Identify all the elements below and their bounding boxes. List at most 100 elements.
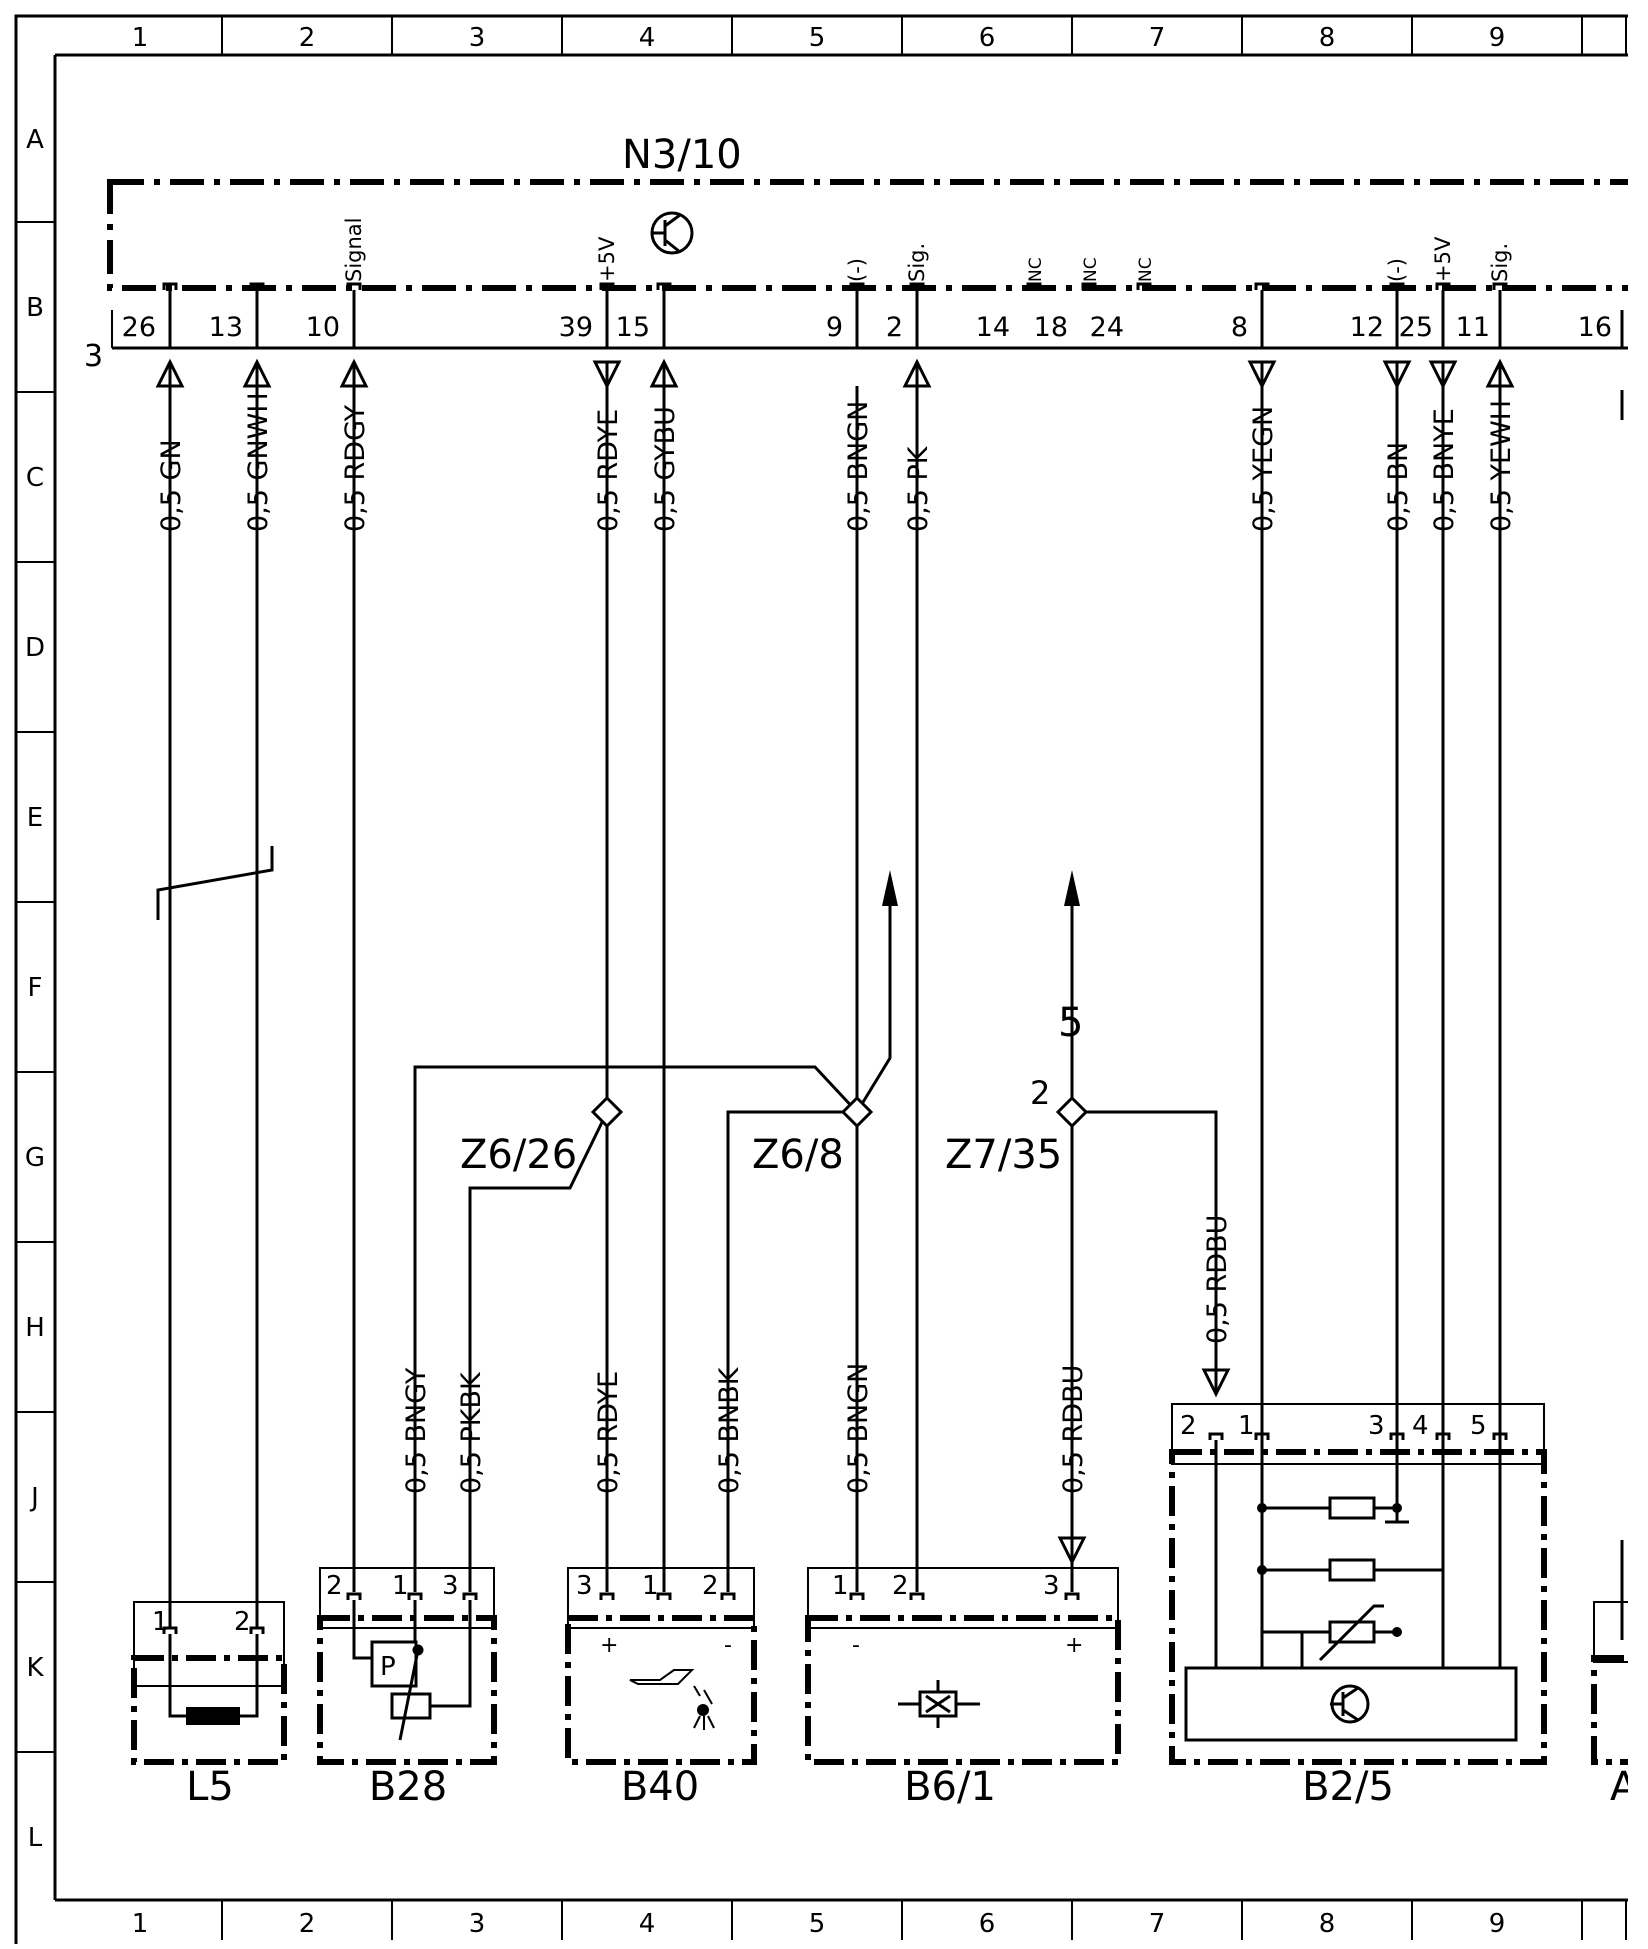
- control-unit-n3-10: N3/10 3: [84, 132, 1648, 374]
- pin-contacts: [162, 282, 1624, 348]
- pin-number: 12: [1350, 312, 1384, 343]
- pin-number: 14: [976, 312, 1010, 343]
- pin-label: 2: [1180, 1411, 1197, 1441]
- pin-function: +5V: [595, 236, 619, 282]
- pin-function: NC: [1136, 257, 1156, 282]
- pin-number: 24: [1090, 312, 1124, 343]
- transistor-icon: [650, 211, 694, 255]
- row-ruler: A B C D E F G H J K L: [25, 125, 45, 1853]
- column-ruler-top: 1 2 3 4 5 6 7 8 9: [132, 23, 1506, 53]
- row-label: A: [26, 125, 44, 155]
- pin-number: 16: [1578, 312, 1612, 343]
- pin-label: 3: [576, 1571, 593, 1601]
- oil-sensor-icon: [629, 1669, 715, 1730]
- pin-number: 2: [886, 312, 903, 343]
- wire-label: 0,5 GN: [156, 439, 187, 532]
- wire-label: 0,5 RDYE: [593, 1371, 624, 1494]
- col-label: 1: [132, 1909, 149, 1939]
- coil-icon: [186, 1707, 240, 1725]
- wire-label: 0,5 BNBK: [714, 1366, 745, 1494]
- wire-label: 0,5 BNGY: [401, 1367, 432, 1494]
- wire-label: 0,5 BN: [1383, 442, 1414, 532]
- component-b28: P 2 1 3 B28: [317, 1567, 497, 1810]
- wire-label: 0,5 RDBU: [1058, 1365, 1089, 1494]
- pin-label: 1: [152, 1607, 169, 1637]
- row-label: G: [25, 1143, 45, 1173]
- col-label: 8: [1319, 23, 1336, 53]
- wire-label: 0,5 YEGN: [1248, 406, 1279, 532]
- row-label: J: [29, 1483, 39, 1513]
- wire-label: 0,5 YEWH: [1486, 400, 1517, 532]
- pin-numbers: 26 13 10 39 15 9 2 14 18 24 8 12 25 11 1…: [122, 312, 1612, 343]
- wire-label: 0,5 RDGY: [340, 404, 371, 532]
- row-label: C: [26, 463, 44, 493]
- pin-label: 3: [1043, 1571, 1060, 1601]
- wire-label: 0,5 BNGN: [843, 1363, 874, 1494]
- col-label: 8: [1319, 1909, 1336, 1939]
- pin-label: 2: [892, 1571, 909, 1601]
- row-label: D: [25, 633, 45, 663]
- polarity-plus: +: [1065, 1633, 1083, 1658]
- component-b6-1: - + 1 2 3 B6/1: [805, 1567, 1121, 1810]
- component-label: B28: [369, 1764, 447, 1810]
- row-label: L: [28, 1823, 43, 1853]
- component-arrows: [1057, 1368, 1231, 1566]
- wire-label: 0,5 RDBU: [1202, 1215, 1233, 1344]
- splice-z7-35: [1055, 1095, 1089, 1129]
- col-label: 6: [979, 23, 996, 53]
- pin-number: 9: [826, 312, 843, 343]
- splice-points: [590, 1095, 1089, 1129]
- column-ruler-bottom: 1 2 3 4 5 6 7 8 9: [132, 1909, 1506, 1939]
- row-label: B: [26, 293, 44, 323]
- col-label: 4: [639, 23, 656, 53]
- pin-number: 11: [1456, 312, 1490, 343]
- wire-label: 0,5 PKBK: [456, 1371, 487, 1494]
- pin-number: 25: [1399, 312, 1433, 343]
- thermistor-icon: [1318, 1604, 1384, 1662]
- wire-label: 0,5 GNWH: [243, 392, 274, 532]
- component-label: B2/5: [1302, 1764, 1394, 1810]
- col-label: 4: [639, 1909, 656, 1939]
- pin-label: 1: [1238, 1411, 1255, 1441]
- row-label: K: [26, 1653, 44, 1683]
- pin-label: 2: [326, 1571, 343, 1601]
- pin-functions: Signal +5V (-) Sig. NC NC NC (-) +5V Sig…: [342, 217, 1512, 282]
- col-label: 5: [809, 23, 826, 53]
- wire-labels-bottom: 0,5 BNGY 0,5 PKBK 0,5 RDYE 0,5 BNBK 0,5 …: [401, 1215, 1233, 1494]
- pressure-sensor-icon: [370, 1640, 432, 1741]
- polarity-minus: -: [852, 1633, 860, 1658]
- col-label: 5: [809, 1909, 826, 1939]
- col-label: 9: [1489, 23, 1506, 53]
- pin-function: Sig.: [1488, 243, 1512, 282]
- wire-label: 0,5 GYBU: [650, 406, 681, 532]
- pin-label: 4: [1412, 1411, 1429, 1441]
- component-label: L5: [186, 1764, 234, 1810]
- pressure-icon-letter: P: [380, 1652, 396, 1682]
- component-l5: 1 2 L5: [131, 1601, 287, 1810]
- wires: [156, 386, 1624, 1640]
- col-label: 2: [299, 1909, 316, 1939]
- pin-label: 2: [234, 1607, 251, 1637]
- col-label: 9: [1489, 1909, 1506, 1939]
- splice-label: Z6/26: [460, 1132, 577, 1178]
- pin-label: 3: [1368, 1411, 1385, 1441]
- wire-label: 0,5 BNYE: [1429, 408, 1460, 532]
- pin-function: NC: [1026, 257, 1046, 282]
- col-label: 6: [979, 1909, 996, 1939]
- pin-number: 15: [616, 312, 650, 343]
- polarity-plus: +: [600, 1633, 618, 1658]
- pin-number: 18: [1034, 312, 1068, 343]
- splice-z6-26: [590, 1095, 624, 1129]
- pin-label: 2: [702, 1571, 719, 1601]
- col-label: 2: [299, 23, 316, 53]
- wire-label: 0,5 PK: [903, 445, 934, 532]
- col-label: 7: [1149, 1909, 1166, 1939]
- polarity-minus: -: [724, 1633, 732, 1658]
- pin-label: 1: [642, 1571, 659, 1601]
- splice-label: Z7/35: [945, 1132, 1062, 1178]
- resistor-icon: [1328, 1496, 1376, 1582]
- signal-arrows: [155, 358, 1515, 390]
- col-label: 3: [469, 1909, 486, 1939]
